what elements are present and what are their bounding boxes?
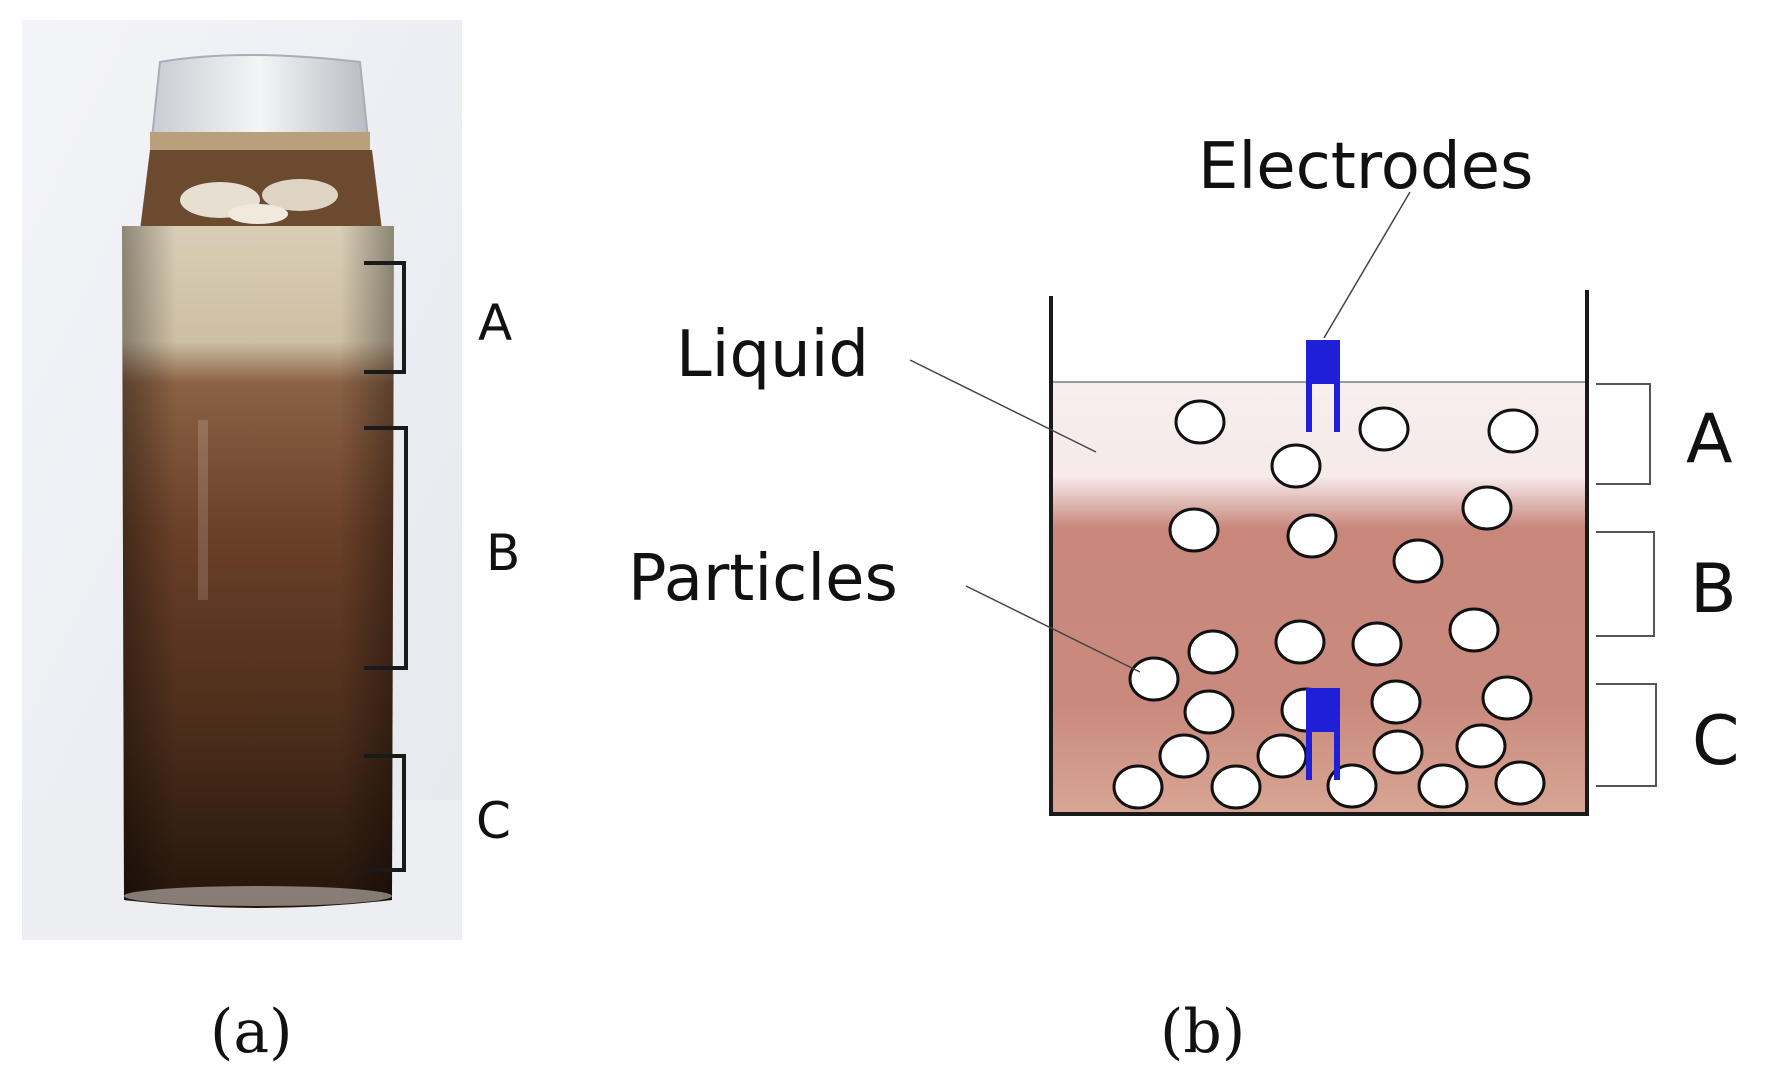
panel-a-label-a: A (478, 294, 512, 352)
panel-b-label-b: B (1690, 550, 1737, 629)
panel-b-brackets (1596, 383, 1657, 787)
callout-liquid: Liquid (676, 318, 869, 392)
particle (1183, 689, 1235, 735)
particle (1392, 538, 1444, 584)
panel-a-brackets (364, 261, 408, 872)
particle (1158, 733, 1210, 779)
leader-particles (965, 585, 1141, 673)
particle (1286, 513, 1338, 559)
electrode-bottom (1306, 688, 1340, 780)
electrode-top (1306, 340, 1340, 432)
particle (1487, 408, 1539, 454)
particle (1417, 763, 1469, 809)
panel-b-schematic (909, 191, 1657, 816)
particle (1112, 764, 1164, 810)
panel-b-caption: (b) (1160, 997, 1245, 1067)
callout-particles: Particles (628, 542, 898, 616)
bracket-c (1596, 683, 1657, 787)
particles (1112, 399, 1546, 810)
particle (1494, 760, 1546, 806)
panel-a-label-c: C (476, 792, 511, 850)
particle (1187, 629, 1239, 675)
particle (1351, 621, 1403, 667)
particle (1210, 764, 1262, 810)
particle (1370, 679, 1422, 725)
bracket-b (1596, 531, 1655, 637)
particle (1461, 485, 1513, 531)
particle (1128, 656, 1180, 702)
panel-a-label-b: B (486, 524, 520, 582)
callout-electrodes: Electrodes (1198, 130, 1533, 204)
panel-a-photo (22, 20, 462, 940)
particle (1256, 733, 1308, 779)
panel-b-label-c: C (1692, 702, 1739, 781)
particle (1274, 619, 1326, 665)
panel-a-caption: (a) (210, 997, 293, 1067)
particle (1168, 507, 1220, 553)
particle (1455, 723, 1507, 769)
particle (1270, 443, 1322, 489)
leader-lines (909, 191, 1411, 673)
bracket-a (1596, 383, 1651, 485)
bracket-c (364, 754, 406, 872)
panel-b-label-a: A (1686, 400, 1733, 479)
leader-liquid (909, 359, 1097, 453)
leader-electrodes (1323, 191, 1411, 339)
particle (1174, 399, 1226, 445)
jar-cap (150, 54, 370, 145)
bracket-b (364, 426, 408, 670)
bracket-a (364, 261, 406, 374)
container (1049, 290, 1589, 816)
particle (1372, 729, 1424, 775)
particle (1358, 406, 1410, 452)
particle (1448, 607, 1500, 653)
particle (1481, 675, 1533, 721)
